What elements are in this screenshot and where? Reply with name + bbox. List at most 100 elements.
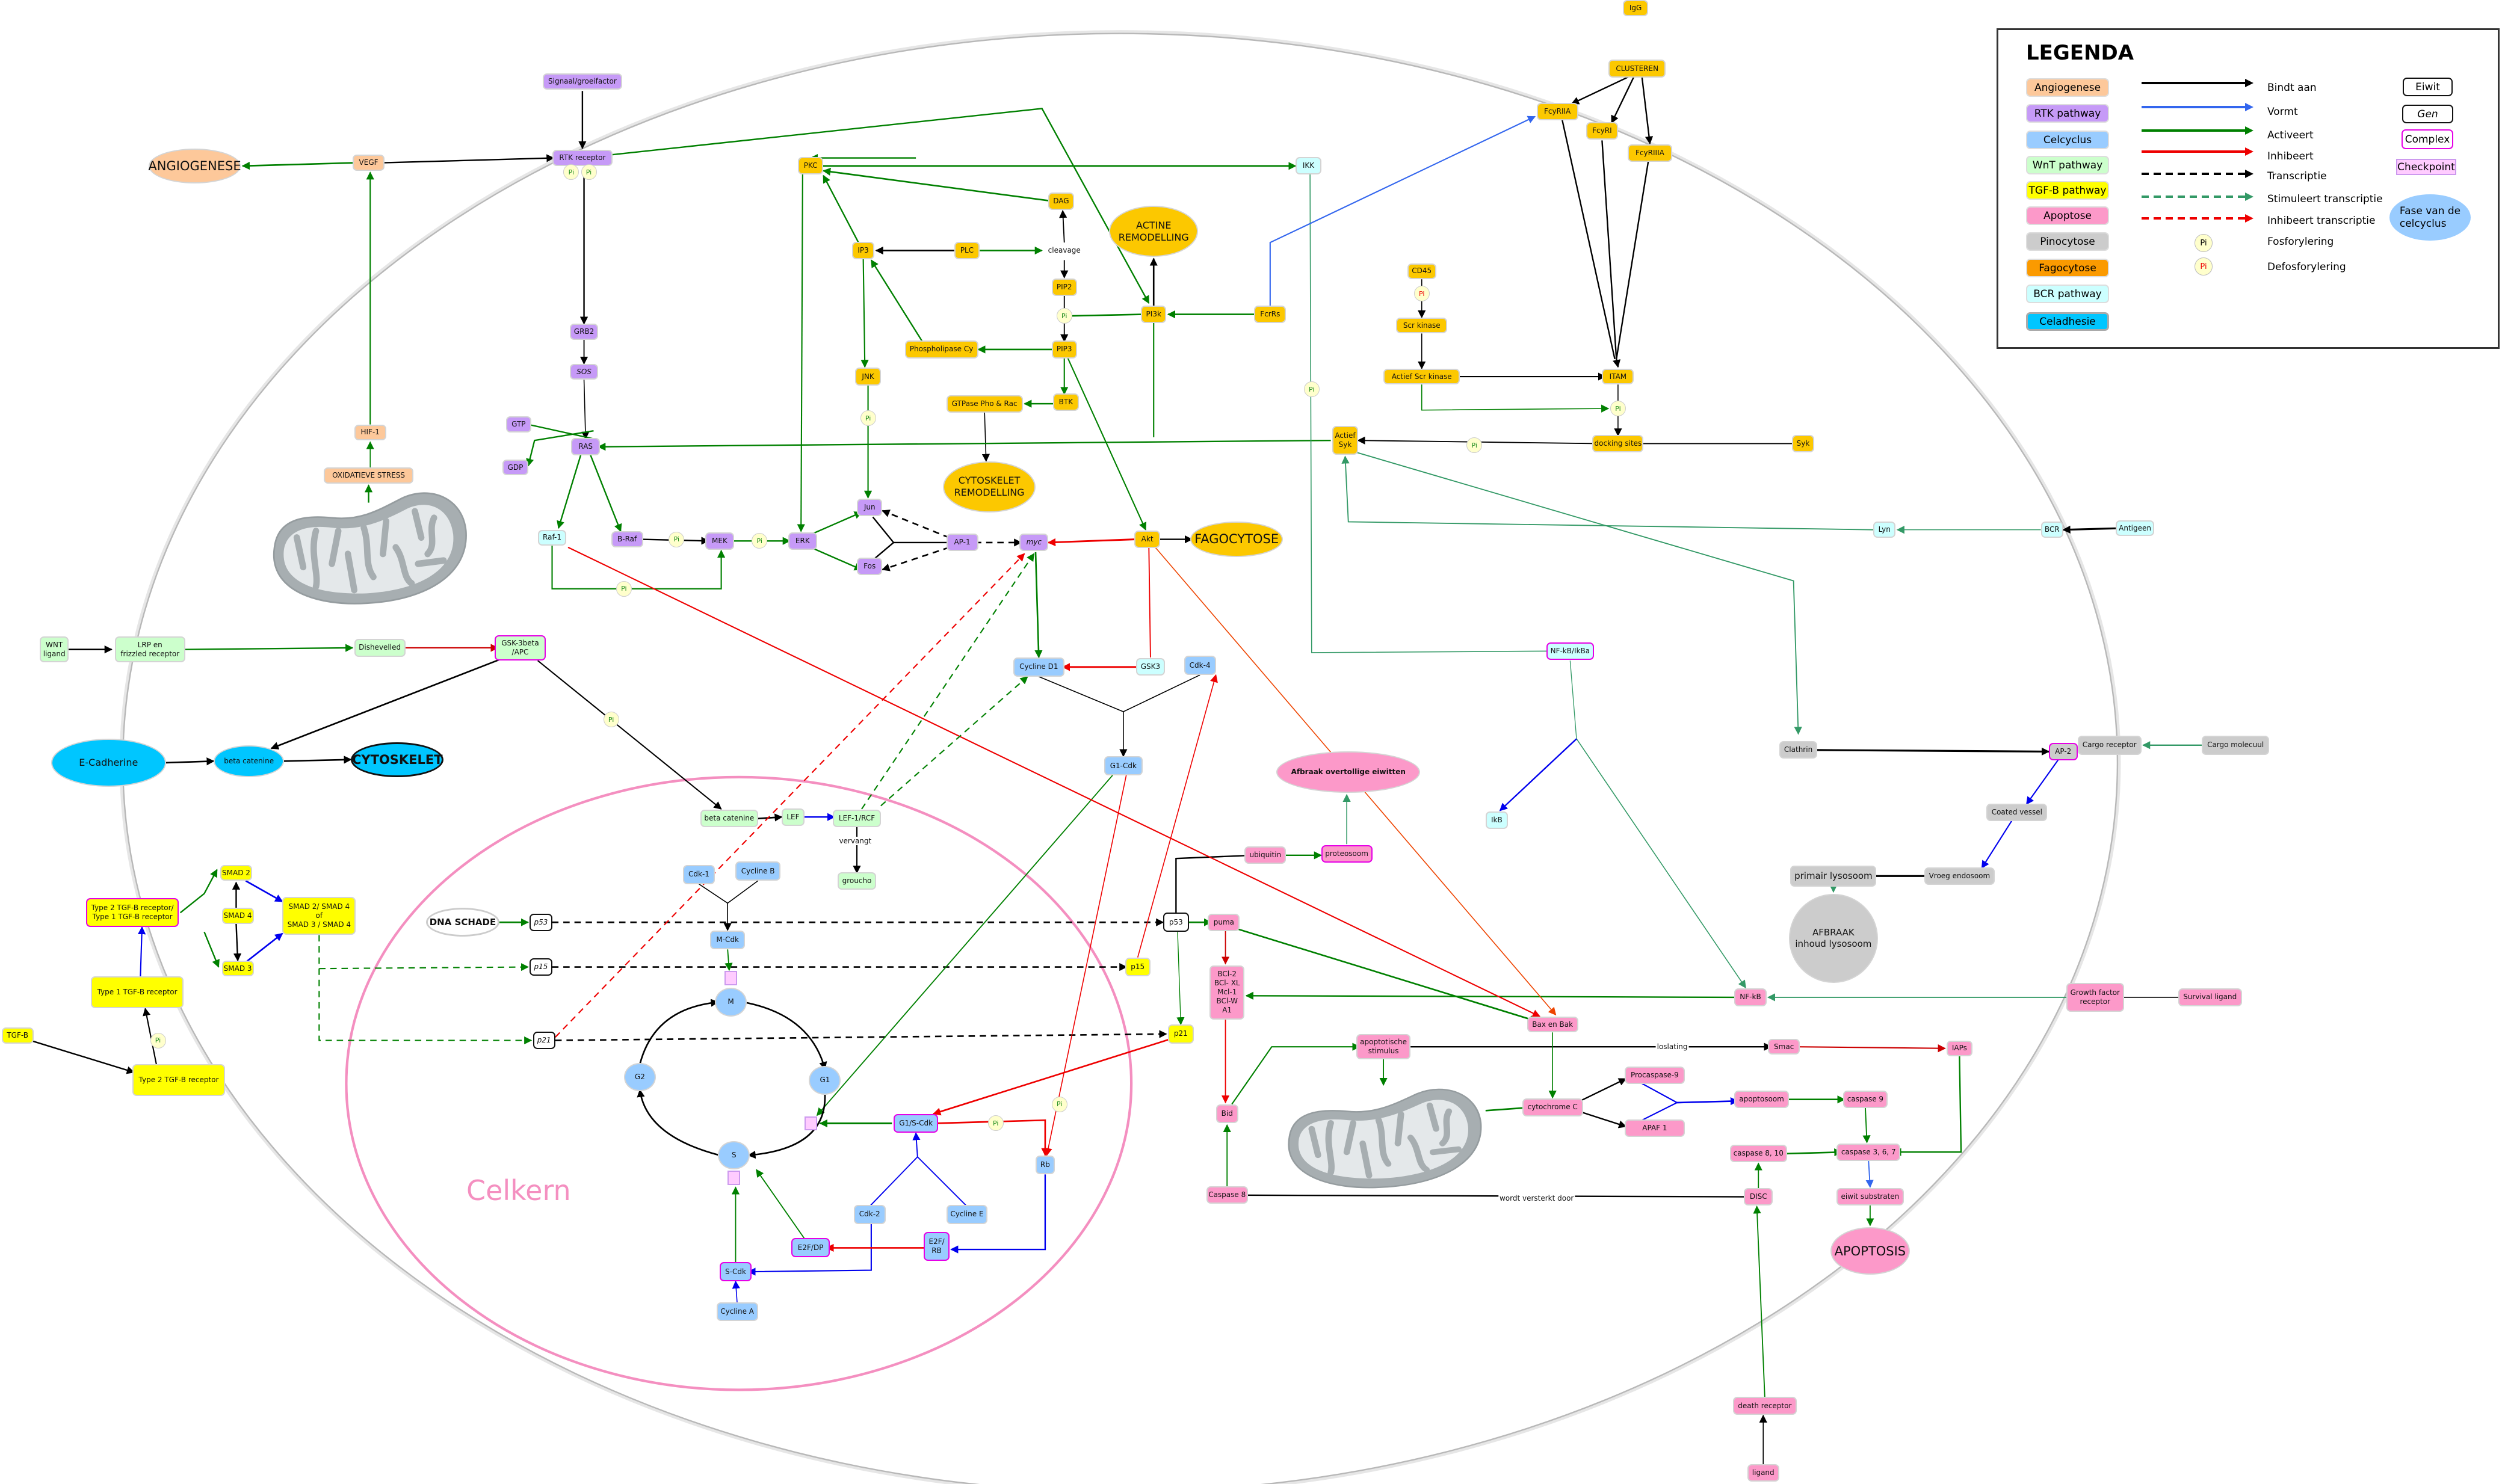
edge-arrow: [1611, 76, 1635, 124]
edge-arrow: [1245, 991, 1737, 1000]
edge-arrow: [1862, 1107, 1871, 1144]
node-pip3: PIP3: [1051, 340, 1077, 359]
edge-arrow: [567, 546, 1541, 1017]
node-fcr3a: FcyRIIIA: [1627, 144, 1673, 162]
node-ip3: IP3: [852, 241, 875, 260]
legend-arrow-inhibeert: [2142, 147, 2253, 156]
edge-arrow: [1676, 1097, 1739, 1106]
node-ikb: IkB: [1485, 811, 1508, 830]
edge-arrow: [270, 658, 502, 750]
node-baxbak: Bax en Bak: [1527, 1016, 1578, 1033]
edge-arrow: [1571, 76, 1629, 105]
edge-arrow: [1236, 928, 1537, 1023]
node-cyclinb: Cycline B: [735, 861, 780, 881]
edge-arrow: [747, 1224, 872, 1276]
node-casp810: caspase 8, 10: [1729, 1145, 1787, 1163]
dephosphorylation-badge: Pi: [1413, 286, 1430, 302]
node-casp367: caspase 3, 6, 7: [1836, 1143, 1901, 1161]
node-lef1: LEF-1/RCF: [833, 810, 881, 828]
edge-arrow: [861, 553, 1035, 810]
legend-category-rtk-pathway: RTK pathway: [2026, 104, 2109, 123]
edge-arrow: [1148, 547, 1151, 657]
edge-arrow: [1893, 1056, 1962, 1156]
node-itam: ITAM: [1602, 368, 1634, 385]
node-lysosoom: AFBRAAK inhoud lysosoom: [1788, 893, 1879, 984]
edge-arrow: [1561, 119, 1616, 360]
node-ap1: AP-1: [946, 534, 978, 552]
node-scdk: S-Cdk: [719, 1262, 752, 1282]
edge-arrow: [557, 454, 582, 529]
edge-arrow: [30, 1039, 135, 1074]
legend-arrow-activeert: [2142, 126, 2253, 135]
node-fcr1: FcyRI: [1586, 122, 1618, 140]
edge-arrow: [1499, 738, 1577, 811]
node-oxid: OXIDATIEVE STRESS: [324, 467, 413, 484]
phosphorylation-badge: Pi: [1303, 381, 1320, 398]
edge-arrow: [880, 676, 1028, 807]
edge-arrow: [165, 757, 215, 766]
node-p15g: p15: [530, 958, 552, 976]
phosphorylation-badge: Pi: [987, 1115, 1004, 1131]
edge-arrow: [1034, 552, 1043, 659]
edge-arrow: [1039, 674, 1200, 712]
node-braf: B-Raf: [611, 531, 643, 547]
node-mek: MEK: [705, 532, 734, 550]
node-vegf: VEGF: [353, 155, 385, 171]
node-fagocytose: FAGOCYTOSE: [1190, 522, 1283, 557]
cell-cycle-arc: [743, 1001, 827, 1070]
node-ras: RAS: [571, 438, 601, 456]
node-fos: Fos: [857, 558, 883, 576]
node-smadcx: SMAD 2/ SMAD 4 of SMAD 3 / SMAD 4: [282, 896, 356, 935]
legend-category-apoptose: Apoptose: [2026, 206, 2109, 225]
legend-arrow-transcriptie: [2142, 170, 2253, 178]
edge-arrow: [724, 949, 733, 971]
edge-arrow: [179, 869, 218, 914]
edge-arrow: [1059, 209, 1067, 243]
node-eiwit: eiwit substraten: [1836, 1187, 1904, 1206]
node-cdk1: Cdk-1: [682, 864, 715, 884]
node-fcrrs: FcrRs: [1254, 305, 1287, 324]
checkpoint-marker: [724, 971, 738, 986]
node-puma: puma: [1208, 913, 1240, 931]
edge-arrow: [758, 813, 783, 822]
edge-arrow: [245, 932, 283, 963]
node-proteosoom: proteosoom: [1321, 845, 1373, 863]
edge-arrow: [1231, 1042, 1361, 1105]
edge-arrow: [1576, 738, 1746, 989]
node-grb2: GRB2: [569, 324, 599, 340]
legend-arrow-label: Stimuleert transcriptie: [2267, 193, 2383, 205]
node-bid: Bid: [1215, 1104, 1238, 1124]
node-ligand: ligand: [1747, 1464, 1779, 1482]
node-tgfcx: Type 2 TGF-B receptor/ Type 1 TGF-B rece…: [86, 898, 179, 928]
legend-arrow-label: Activeert: [2267, 129, 2314, 141]
legend-arrow-label: Inhibeert: [2267, 150, 2314, 162]
node-cdk4: Cdk-4: [1184, 656, 1216, 676]
dephosphorylation-badge: Pi: [2195, 257, 2213, 276]
edge-arrow: [981, 411, 990, 462]
edge-arrow: [1784, 1148, 1843, 1157]
node-groucho: groucho: [838, 872, 876, 890]
node-cytoskelet: CYTOSKELET: [351, 742, 444, 777]
edge-arrow: [823, 167, 1052, 202]
edge-arrow: [816, 773, 1114, 1116]
edge-arrow: [383, 154, 555, 164]
node-hif1: HIF-1: [354, 424, 386, 441]
node-p53g: p53: [530, 913, 552, 931]
mitochondrion-icon: [1288, 1088, 1482, 1189]
legend-label-phospho: Fosforylering: [2267, 236, 2334, 248]
edge-arrow: [319, 962, 530, 971]
edge-arrow: [1616, 161, 1649, 360]
node-actine: ACTINE REMODELLING: [1108, 206, 1199, 257]
edge-arrow: [1601, 140, 1617, 359]
legend-category-tgf-b-pathway: TGF-B pathway: [2026, 181, 2109, 200]
node-ubiquitin: ubiquitin: [1244, 846, 1287, 864]
legend-arrow-inhibeert-transcriptie: [2142, 214, 2253, 223]
edge-arrow: [241, 161, 356, 170]
node-gfr: Growth factor receptor: [2066, 983, 2124, 1012]
edge-arrow: [1569, 660, 1577, 739]
edge-arrow: [882, 546, 950, 571]
node-phosc: Phospholipase Cy: [904, 340, 978, 359]
node-btk: BTK: [1053, 393, 1079, 411]
node-caspase8: Caspase 8: [1206, 1186, 1248, 1204]
